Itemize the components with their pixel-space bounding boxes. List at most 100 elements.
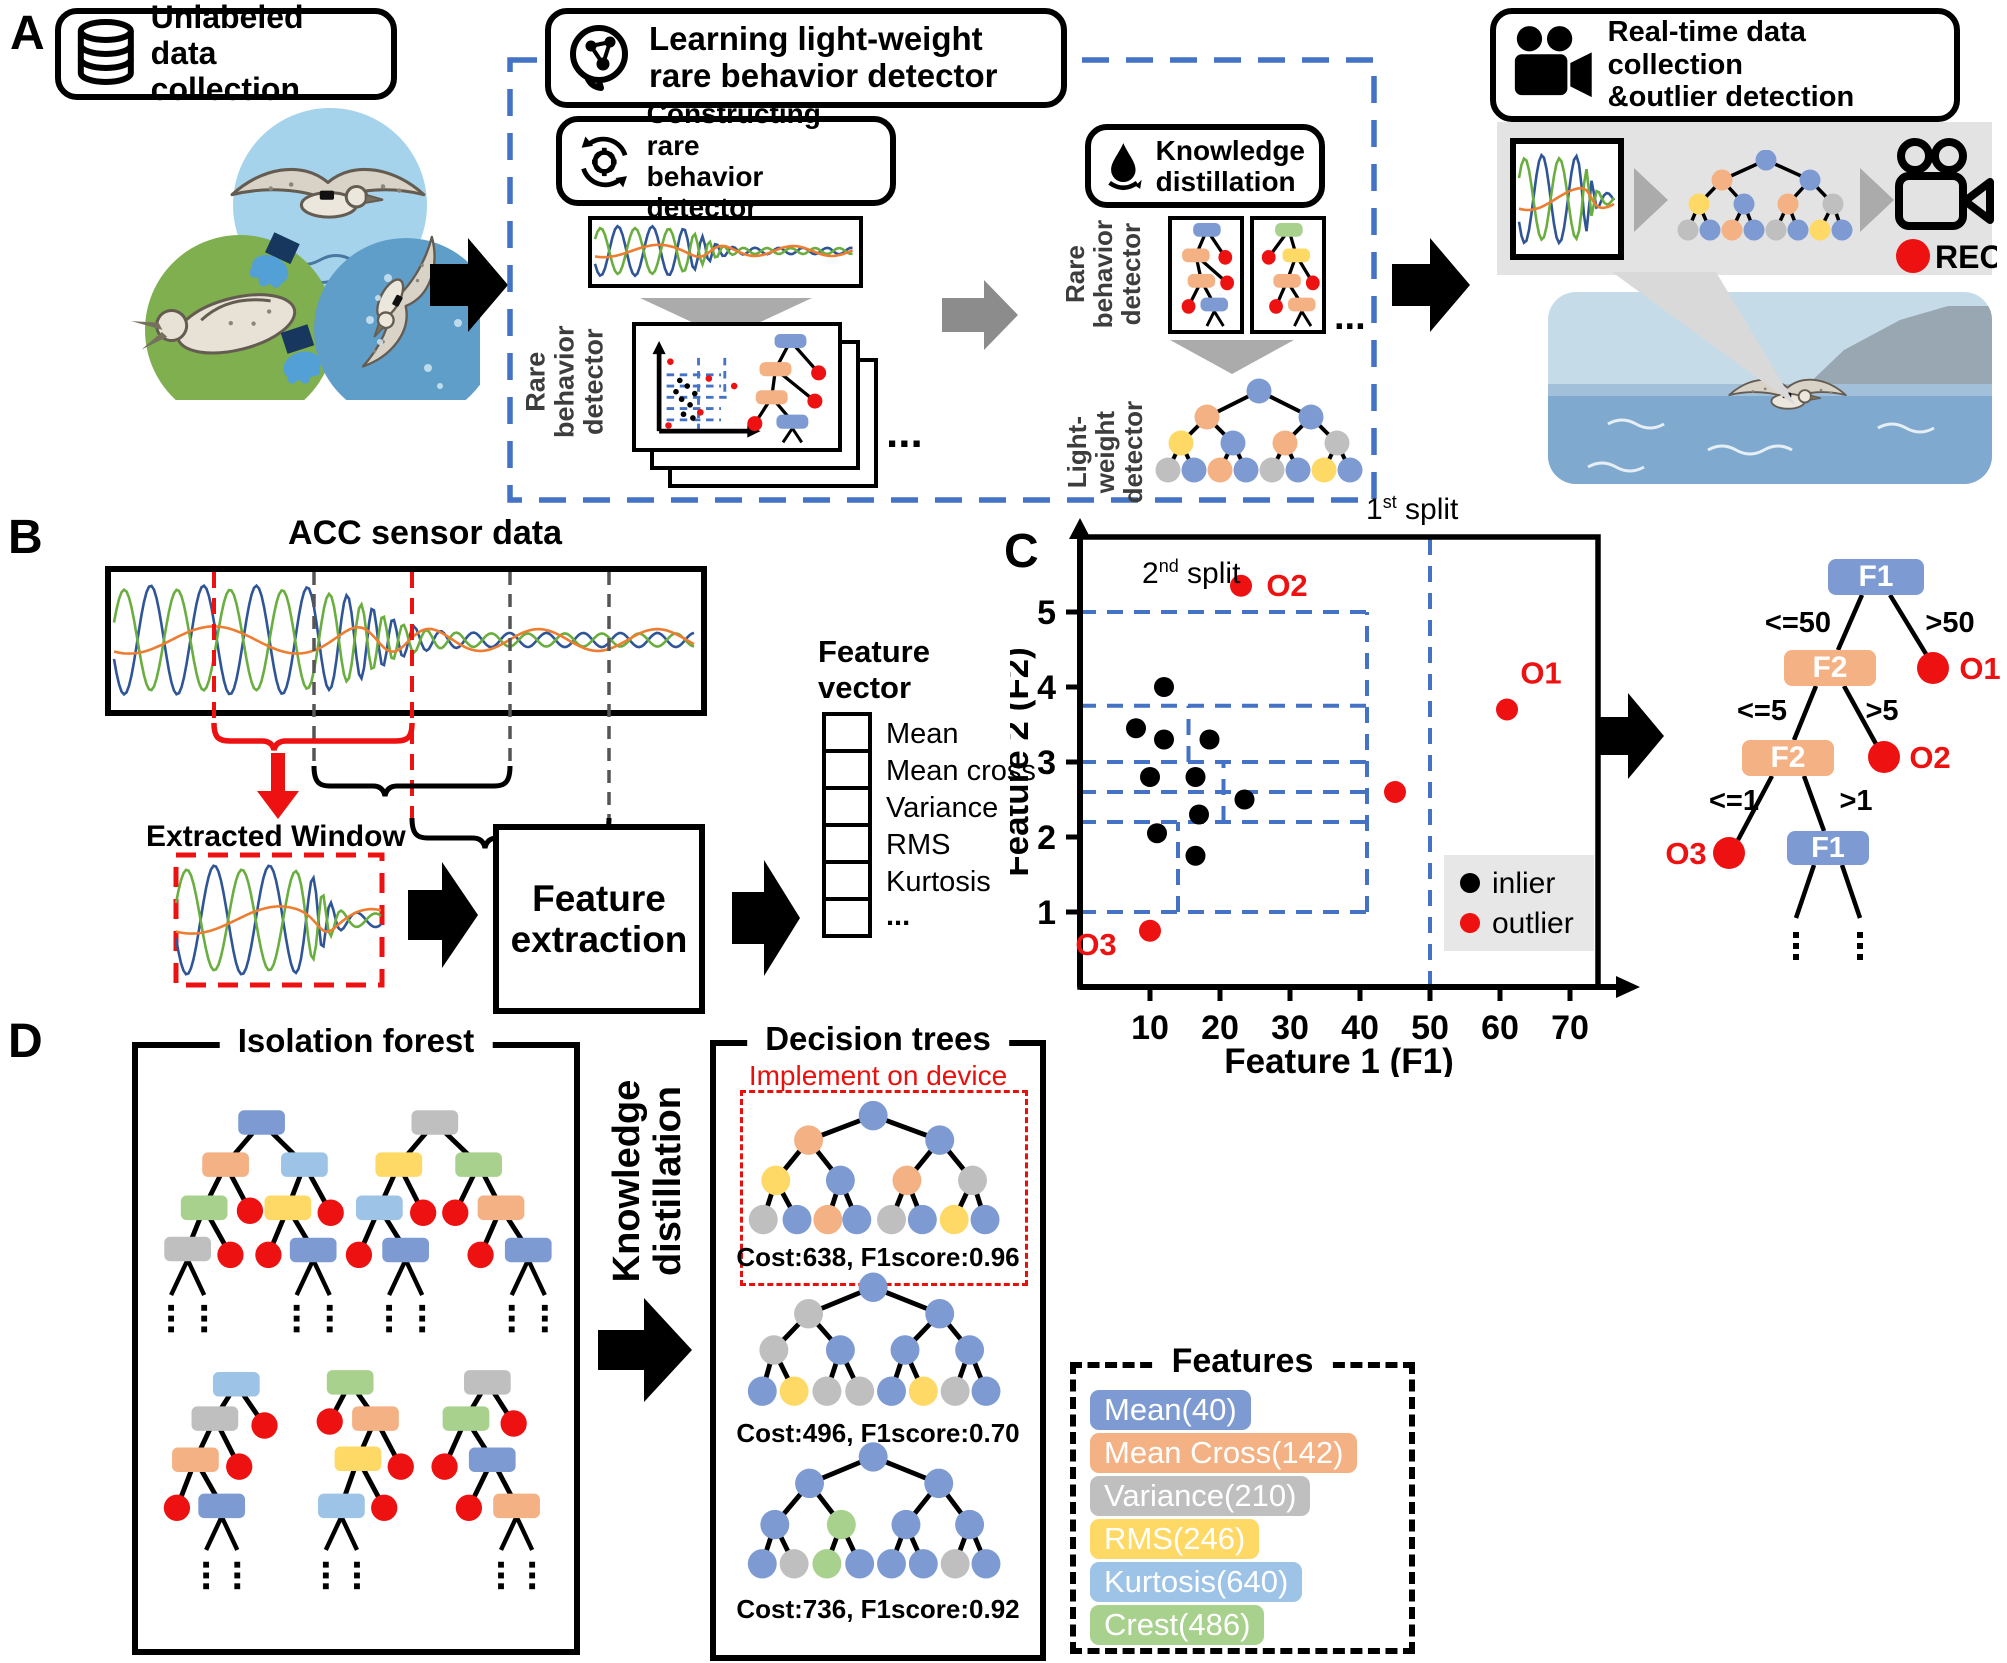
- feature-chip-kurtosis: Kurtosis(640): [1090, 1562, 1303, 1602]
- flow-arrow-1: [430, 238, 508, 332]
- ellipsis-cards: ...: [886, 408, 923, 457]
- red-down-arrow: [257, 791, 299, 819]
- kd-tree-2: [1261, 222, 1320, 327]
- feature-chip-crest: Crest(486): [1090, 1605, 1265, 1645]
- feature-chip-mean: Mean(40): [1090, 1390, 1251, 1430]
- unlabeled-data-box: Unlabeled data collection: [55, 0, 397, 107]
- learning-box: Learning light-weight rare behavior dete…: [545, 8, 1067, 108]
- edge-label: <=5: [1737, 695, 1787, 727]
- panel-a-label: A: [10, 7, 45, 60]
- svg-text:Feature 1 (F1): Feature 1 (F1): [1224, 1042, 1454, 1077]
- sea-scene: [1548, 292, 1992, 484]
- black-window-brace-1: [311, 765, 513, 797]
- realtime-tree: [1677, 150, 1853, 241]
- rec-label: REC: [1935, 239, 1997, 275]
- tree-node-f1b: F1: [1811, 832, 1845, 864]
- learning-title-line2: rare behavior detector: [649, 57, 998, 94]
- tree-node-f2b: F2: [1770, 741, 1805, 774]
- outlier-label-o3: O3: [1665, 836, 1706, 871]
- droplet-icon: [1108, 143, 1142, 191]
- panel-c-label: C: [1004, 525, 1039, 578]
- bird-illustrations: [131, 108, 480, 400]
- tree-node-f2a: F2: [1812, 651, 1847, 684]
- rare-detector-label-1: Rare behavior detector: [520, 325, 609, 439]
- vector-cell: [822, 897, 872, 938]
- gray-flow-arrow: [942, 280, 1018, 350]
- outlier-label-o1: O1: [1959, 651, 2000, 686]
- kd-flow-arrow: [598, 1298, 692, 1402]
- svg-text:20: 20: [1201, 1009, 1239, 1047]
- decision-trees: [747, 1100, 1001, 1579]
- svg-text:60: 60: [1481, 1009, 1519, 1047]
- svg-text:2: 2: [1037, 819, 1056, 857]
- feature-name: Mean: [886, 718, 959, 750]
- feature-extraction-box: Feature extraction: [493, 824, 705, 1014]
- features-legend-box: Features Mean(40) Mean Cross(142) Varian…: [1070, 1342, 1415, 1654]
- feature-name: Variance: [886, 792, 999, 824]
- kd-tree-card-2: [1250, 216, 1326, 334]
- tree-caption-1: Cost:638, F1score:0.96: [736, 1242, 1020, 1272]
- kd-tree-1: [1181, 222, 1235, 327]
- tree-caption-3: Cost:736, F1score:0.92: [736, 1594, 1020, 1624]
- realtime-title-line1: Real-time data collection: [1607, 16, 1806, 81]
- svg-text:O2: O2: [1266, 568, 1307, 603]
- acc-title: ACC sensor data: [288, 514, 562, 552]
- gray-triangle-right-2: [1860, 168, 1894, 232]
- glove-hand-1: [249, 232, 300, 288]
- svg-text:Feature 2 (F2): Feature 2 (F2): [1010, 647, 1036, 877]
- flow-arrow-3: [408, 862, 478, 968]
- gray-triangle-right-1: [1634, 168, 1668, 232]
- svg-text:O3: O3: [1075, 927, 1116, 962]
- decision-trees-title: Decision trees: [747, 1020, 1009, 1058]
- video-camera-icon: [1514, 26, 1592, 98]
- svg-text:70: 70: [1551, 1009, 1589, 1047]
- second-split-label: 2nd split: [1142, 556, 1241, 590]
- gear-cycle-icon: [581, 136, 628, 188]
- realtime-signal-thumb: [1510, 138, 1624, 260]
- gray-triangle-down-2: [1170, 340, 1294, 374]
- feature-chip-rms: RMS(246): [1090, 1519, 1260, 1559]
- svg-text:50: 50: [1411, 1009, 1449, 1047]
- svg-text:outlier: outlier: [1492, 907, 1574, 940]
- edge-label: <=1: [1709, 785, 1759, 817]
- implement-on-device-label: Implement on device: [748, 1060, 1008, 1091]
- svg-text:3: 3: [1037, 744, 1056, 782]
- isolation-forest-title: Isolation forest: [219, 1022, 493, 1060]
- svg-text:inlier: inlier: [1492, 867, 1555, 900]
- callout-triangle: [1612, 272, 1796, 406]
- distill-title-line1: Knowledge: [1155, 134, 1305, 166]
- learning-title-line1: Learning light-weight: [649, 20, 983, 58]
- tree-node-f1: F1: [1858, 560, 1893, 593]
- feature-vector-title: Feature vector: [818, 634, 930, 705]
- vector-cell: [822, 712, 872, 753]
- feature-chip-variance: Variance(210): [1090, 1476, 1311, 1516]
- extracted-window-label: Extracted Window: [146, 820, 406, 853]
- extraction-line2: extraction: [510, 919, 688, 960]
- split-decision-tree: F1 F2 F2 F1 <=50 >50 <=5 >5 <=1 >1 O1 O2…: [1665, 559, 2001, 960]
- acc-signal-box: [105, 566, 707, 716]
- isolation-forest-trees: [163, 1110, 552, 1590]
- rec-camera-icon: REC: [1895, 138, 1997, 275]
- svg-text:30: 30: [1271, 1009, 1309, 1047]
- vector-cell: [822, 749, 872, 790]
- realtime-box: Real-time data collection &outlier detec…: [1490, 8, 1960, 122]
- features-legend-title: Features: [1153, 1342, 1332, 1381]
- ellipsis-kd: ...: [1334, 296, 1366, 338]
- learning-dashed-region: [507, 57, 1377, 503]
- unlabeled-title-line2: collection: [150, 70, 301, 107]
- kd-tree-card-1: [1168, 216, 1244, 334]
- feature-name: ...: [886, 900, 911, 932]
- flow-arrow-2: [1392, 238, 1470, 332]
- rare-detector-label-2: Rare behavior detector: [1059, 219, 1147, 329]
- svg-text:1: 1: [1037, 894, 1056, 932]
- kd-rotated-label: Knowledge distillation: [605, 1079, 689, 1283]
- detector-card-front: [632, 322, 842, 452]
- panel-b-label: B: [8, 511, 43, 564]
- decision-trees-box: Decision trees Implement on device Cost:…: [710, 1020, 1046, 1661]
- edge-label: >50: [1925, 607, 1974, 639]
- unlabeled-title-line1: Unlabeled data: [150, 0, 304, 72]
- isolation-forest-box: Isolation forest: [132, 1022, 580, 1655]
- svg-text:O1: O1: [1520, 656, 1561, 691]
